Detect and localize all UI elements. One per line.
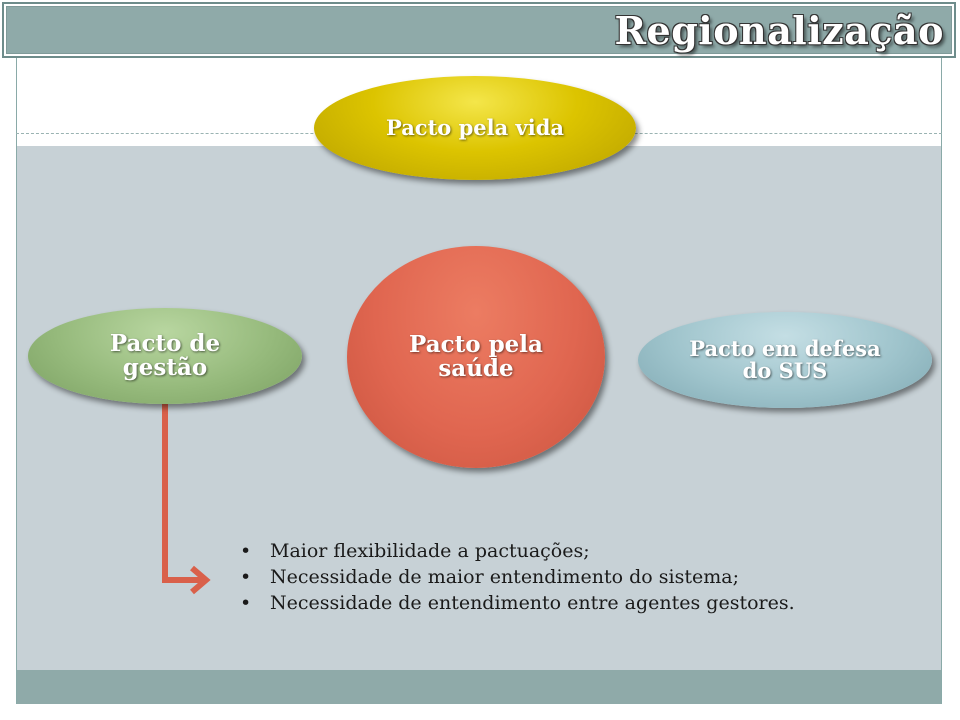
pacto-saude-label: Pacto pela saúde — [409, 330, 543, 382]
bullet-dot: • — [240, 566, 252, 588]
bullet-item: •Maior flexibilidade a pactuações; — [240, 540, 590, 562]
bullet-dot: • — [240, 540, 252, 562]
pacto-sus-label: Pacto em defesa do SUS — [689, 335, 881, 383]
pacto-gestao-label: Pacto de gestão — [109, 329, 221, 381]
bullet-list: •Maior flexibilidade a pactuações; •Nece… — [240, 538, 800, 616]
bullet-item: •Necessidade de maior entendimento do si… — [240, 566, 739, 588]
bullet-dot: • — [240, 592, 252, 614]
footer-bar — [17, 670, 941, 704]
pacto-gestao-shape: Pacto de gestão — [28, 308, 302, 404]
slide-frame — [16, 56, 942, 704]
pacto-saude-shape: Pacto pela saúde — [347, 246, 605, 468]
bullet-item: •Necessidade de entendimento entre agent… — [240, 592, 795, 614]
pacto-vida-label: Pacto pela vida — [385, 114, 565, 140]
title-bar: Regionalização — [2, 2, 956, 58]
slide-title: Regionalização — [614, 8, 944, 53]
pacto-sus-shape: Pacto em defesa do SUS — [638, 312, 932, 408]
pacto-vida-shape: Pacto pela vida — [314, 76, 636, 180]
